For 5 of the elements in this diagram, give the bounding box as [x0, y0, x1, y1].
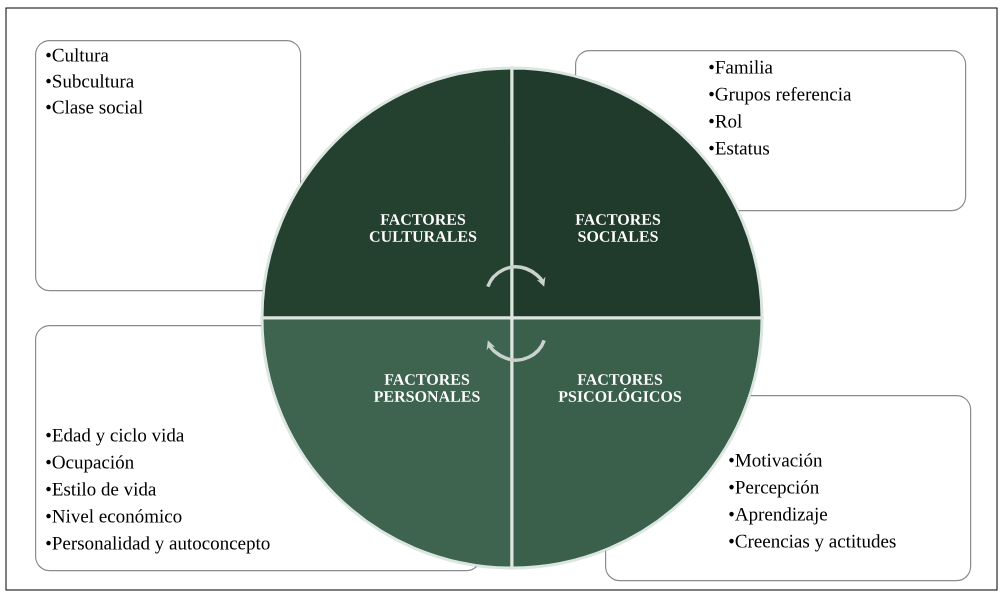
list-box: •Cultura •Subcultura •Clase social [35, 40, 302, 292]
cycle-arrow [486, 265, 546, 288]
quadrant-sector: FACTORES CULTURALES [260, 66, 514, 320]
cycle-arrow [486, 339, 546, 362]
list-box: •Familia •Grupos referencia •Rol •Estatus [575, 50, 967, 212]
